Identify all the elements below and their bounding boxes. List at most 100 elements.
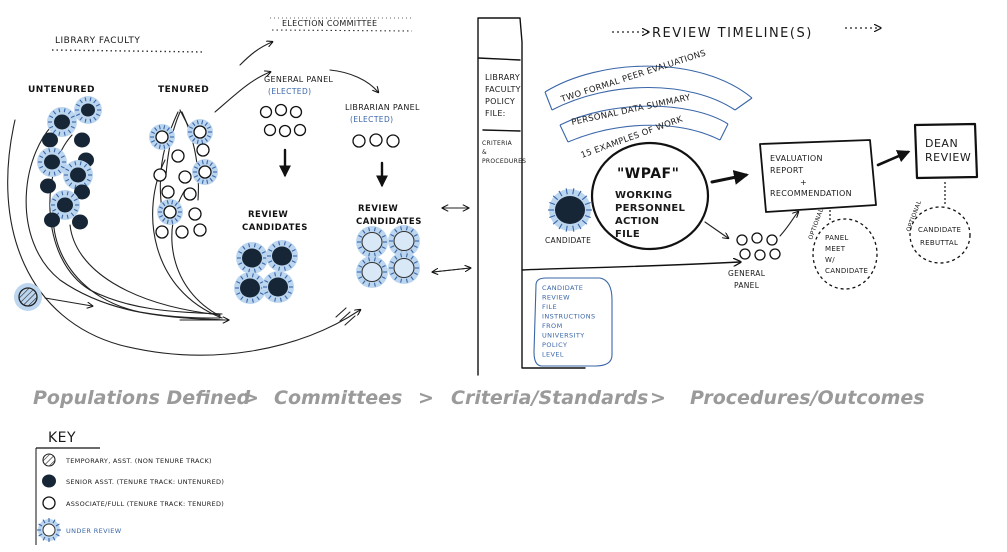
key-item-associate: ASSOCIATE/FULL (TENURE TRACK: TENURED)	[66, 500, 224, 508]
wpaf-to-general-panel-arrow	[704, 221, 728, 238]
librarian-panel-elected: (ELECTED)	[350, 115, 393, 124]
senior-asst-member	[44, 212, 60, 228]
stage-populations: Populations Defined	[33, 387, 251, 409]
candidate-file-line-8: LEVEL	[542, 351, 564, 359]
tenured-member	[193, 223, 207, 237]
senior-asst-member	[40, 178, 56, 194]
general-panel-review	[736, 212, 798, 261]
policy-file-sub-3: PROCEDURES	[482, 158, 526, 165]
optional-panel-label: OPTIONAL	[807, 207, 825, 241]
election-arrows	[214, 42, 378, 113]
candidate-file-line-5: FROM	[542, 322, 563, 330]
policy-file-line-2: FACULTY	[485, 85, 521, 94]
committee-policy-arrows	[433, 208, 470, 272]
general-panel-members	[259, 103, 307, 138]
stage-committees: Committees	[274, 387, 402, 409]
policy-file-sub-1: CRITERIA	[482, 140, 513, 147]
stage-labels: Populations Defined > Committees > Crite…	[33, 387, 925, 409]
under-review-tenured	[149, 124, 175, 150]
library-faculty-heading: LIBRARY FACULTY	[51, 36, 206, 53]
tenured-member	[155, 225, 169, 239]
election-committee-heading: ELECTION COMMITTEE	[270, 17, 413, 32]
review-candidates-2-line1: REVIEW	[358, 204, 398, 214]
hatched-circle-icon	[42, 453, 56, 467]
key-item-under-review: UNDER REVIEW	[66, 527, 122, 535]
policy-file-line-1: LIBRARY	[485, 73, 520, 82]
general-panel-2-line2: PANEL	[734, 281, 760, 290]
review-candidate-senior	[234, 272, 266, 304]
review-candidate-senior	[236, 242, 268, 274]
review-candidates-1-line1: REVIEW	[248, 210, 288, 220]
review-timeline-label: REVIEW TIMELINE(S)	[652, 26, 813, 41]
under-review-senior-asst	[50, 190, 80, 220]
librarian-panel-label: LIBRARIAN PANEL	[345, 103, 420, 112]
review-candidate-senior	[266, 240, 298, 272]
librarian-panel-members	[352, 133, 400, 148]
filled-circle-icon	[42, 474, 56, 488]
untenured-population	[37, 96, 102, 230]
library-faculty-label: LIBRARY FACULTY	[55, 36, 140, 46]
stage-separator-1: >	[243, 387, 259, 409]
candidate-file-line-7: POLICY	[542, 341, 567, 349]
evaluation-report-box	[759, 139, 877, 213]
optional-rebuttal-line2: REBUTTAL	[920, 239, 958, 247]
candidate-marker: CANDIDATE	[545, 188, 592, 245]
senior-asst-member	[74, 184, 90, 200]
stage-separator-3: >	[650, 387, 666, 409]
candidate-label: CANDIDATE	[545, 236, 591, 245]
under-review-tenured	[192, 159, 218, 185]
general-panel-elected: (ELECTED)	[268, 87, 311, 96]
wpaf-title: "WPAF"	[617, 166, 679, 182]
wpaf-line-4: FILE	[615, 229, 640, 240]
under-review-senior-asst	[37, 147, 67, 177]
legend-key: KEY TEMPORARY, ASST. (NON TENURE TRACK) …	[35, 430, 224, 545]
wpaf-to-evaluation-arrow	[710, 170, 749, 185]
wpaf-line-2: PERSONNEL	[615, 203, 686, 214]
stage-criteria: Criteria/Standards	[451, 387, 648, 409]
policy-file-line-3: POLICY	[485, 97, 515, 106]
optional-panel-line-2: MEET	[825, 245, 846, 253]
optional-panel-line-1: PANEL	[825, 234, 849, 242]
senior-asst-member	[72, 214, 88, 230]
optional-rebuttal-line1: CANDIDATE	[918, 226, 961, 234]
under-review-senior-asst	[47, 107, 77, 137]
tenured-member	[188, 207, 202, 221]
tenured-member	[175, 225, 189, 239]
general-panel-label: GENERAL PANEL	[264, 75, 333, 84]
stage-separator-2: >	[418, 387, 434, 409]
wpaf-file: "WPAF"	[590, 141, 710, 251]
review-candidates-1-line2: CANDIDATES	[242, 223, 308, 233]
policy-file-subtitle: CRITERIA&PROCEDURES	[482, 140, 526, 165]
tenured-member	[183, 187, 197, 201]
review-candidates-senior-group	[234, 240, 298, 304]
untenured-label: UNTENURED	[28, 85, 95, 95]
policy-file-box	[477, 17, 740, 376]
candidate-file-line-3: FILE	[542, 303, 557, 311]
candidate-review-file-box	[533, 277, 613, 367]
senior-asst-member	[42, 132, 58, 148]
review-candidates-2-line2: CANDIDATES	[356, 217, 422, 227]
under-review-tenured	[157, 199, 183, 225]
tenured-member	[171, 149, 185, 163]
optional-rebuttal: OPTIONAL CANDIDATE REBUTTAL	[905, 182, 971, 264]
review-candidates-tenured-group	[356, 225, 420, 288]
under-review-senior-asst	[74, 96, 102, 124]
candidate-file-line-2: REVIEW	[542, 294, 570, 302]
tenured-label: TENURED	[158, 85, 209, 95]
wpaf-line-3: ACTION	[615, 216, 659, 227]
tenured-member	[161, 185, 175, 199]
evaluation-line-1: EVALUATION	[770, 154, 823, 163]
optional-panel-line-4: CANDIDATE	[825, 267, 868, 275]
tenured-member	[178, 170, 192, 184]
review-candidate-tenured	[356, 256, 388, 288]
evaluation-line-4: RECOMMENDATION	[770, 189, 852, 198]
candidate-file-line-6: UNIVERSITY	[542, 332, 585, 340]
blue-halo-icon	[37, 518, 61, 542]
candidate-file-line-1: CANDIDATE	[542, 284, 583, 292]
candidate-file-line-4: INSTRUCTIONS	[542, 313, 595, 321]
